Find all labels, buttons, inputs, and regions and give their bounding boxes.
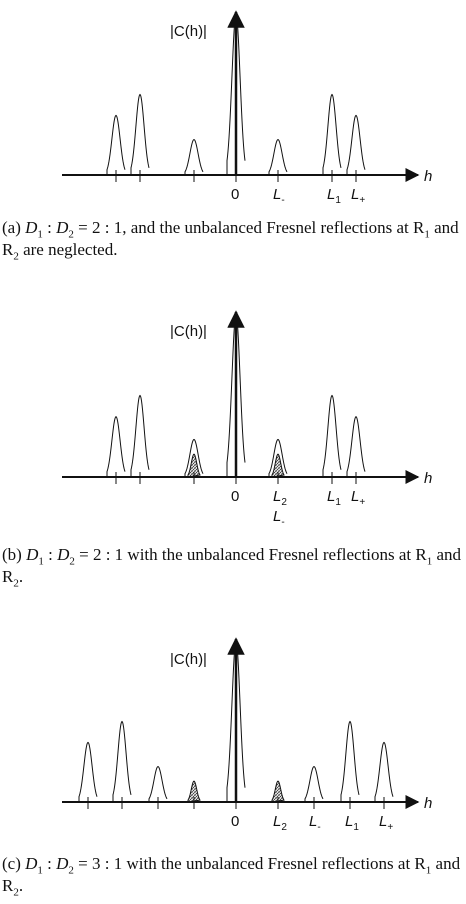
caption-b-prefix: (b) [2, 545, 27, 564]
caption-a-d2: D [56, 218, 69, 237]
panel-b-tick-label: 0 [231, 488, 239, 505]
panel-b-peak [346, 416, 366, 477]
caption-a-d1: D [25, 218, 38, 237]
caption-a-and: and R [2, 218, 459, 259]
panel-c-peak [148, 766, 168, 802]
panel-a: 0 L- L1 L+ |C(h)| h [62, 10, 432, 206]
panel-a-peak [322, 93, 342, 175]
caption-c-d1-sub: 1 [37, 864, 43, 877]
panel-b-ylabel: |C(h)| [170, 323, 207, 340]
panel-c-fresnel-peak [271, 780, 285, 803]
caption-b-d2-sub: 2 [69, 555, 75, 568]
panel-c-peak [374, 741, 394, 802]
panel-a-ylabel: |C(h)| [170, 23, 207, 40]
panel-a-peak [130, 93, 150, 175]
panel-c-ticks [87, 797, 385, 809]
caption-b-and: and R [2, 545, 462, 586]
panel-c-tick-label: L+ [379, 813, 393, 833]
panel-b-tick-labels: 0 L2L- L1 L+ [231, 488, 365, 528]
panel-c-xlabel: h [424, 795, 432, 812]
caption-a-r2-sub: 2 [13, 250, 19, 263]
caption-b: (b) D1 : D2 = 2 : 1 with the unbalanced … [2, 544, 464, 590]
panel-c: 0 L2 L- L1 L+ |C(h)| h [62, 637, 432, 833]
panel-a-tick-label: L1 [327, 186, 341, 206]
panel-b-peak [184, 438, 204, 477]
caption-a-tail: are neglected. [18, 240, 118, 259]
caption-c: (c) D1 : D2 = 3 : 1 with the unbalanced … [2, 853, 464, 899]
caption-a-colon: : [42, 218, 57, 237]
panel-c-tick-label: L2 [273, 813, 287, 833]
caption-c-r2-sub: 2 [13, 886, 19, 899]
panel-b-peak [268, 438, 288, 477]
panel-b-fresnel-peak [271, 453, 285, 478]
caption-b-d2: D [57, 545, 70, 564]
panel-b-tick-label: L1 [327, 488, 341, 508]
panel-b-xlabel: h [424, 470, 432, 487]
caption-b-text: = 2 : 1 with the unbalanced Fresnel refl… [74, 545, 427, 564]
panel-c-fresnel-peak [187, 780, 201, 803]
panel-c-peak [78, 741, 98, 802]
panel-a-ticks [115, 170, 357, 182]
panel-c-tick-label: 0 [231, 813, 239, 830]
caption-b-d1: D [26, 545, 39, 564]
caption-a: (a) D1 : D2 = 2 : 1, and the unbalanced … [2, 217, 464, 263]
panel-c-tick-label: L1 [345, 813, 359, 833]
caption-c-d2-sub: 2 [68, 864, 74, 877]
panel-b: 0 L2L- L1 L+ |C(h)| h [62, 310, 432, 528]
caption-c-text: = 3 : 1 with the unbalanced Fresnel refl… [73, 854, 426, 873]
caption-c-d1: D [25, 854, 38, 873]
panel-a-xlabel: h [424, 168, 432, 185]
caption-b-tail: . [18, 567, 24, 586]
panel-a-peak [268, 139, 288, 175]
panel-b-peak [106, 416, 126, 477]
panel-a-peak [106, 114, 126, 175]
caption-b-colon: : [43, 545, 58, 564]
panel-a-tick-label: L- [273, 186, 285, 206]
panel-c-ylabel: |C(h)| [170, 651, 207, 668]
caption-c-prefix: (c) [2, 854, 26, 873]
caption-a-d1-sub: 1 [37, 228, 43, 241]
caption-a-d2-sub: 2 [68, 228, 74, 241]
panel-c-tick-labels: 0 L2 L- L1 L+ [231, 813, 393, 833]
caption-c-d2: D [56, 854, 69, 873]
panel-a-tick-label: L+ [351, 186, 365, 206]
caption-c-r1-sub: 1 [425, 864, 432, 877]
panel-b-ticks [115, 472, 357, 484]
caption-a-text: = 2 : 1, and the unbalanced Fresnel refl… [73, 218, 425, 237]
caption-a-prefix: (a) [2, 218, 26, 237]
panel-c-peak [112, 720, 132, 802]
panel-a-tick-label: 0 [231, 186, 239, 203]
panel-b-peak [322, 394, 342, 477]
panel-c-tick-label: L- [309, 813, 321, 833]
panel-c-peak [304, 766, 324, 802]
caption-b-d1-sub: 1 [38, 555, 44, 568]
caption-c-and: and R [2, 854, 461, 895]
caption-a-r1-sub: 1 [424, 228, 430, 241]
panel-a-peak [346, 114, 366, 175]
panel-b-tick-label: L- [273, 508, 285, 528]
panel-b-fresnel-peak [187, 453, 201, 478]
panel-a-peak [184, 139, 204, 175]
panel-a-tick-labels: 0 L- L1 L+ [231, 186, 365, 206]
panel-b-tick-label: L+ [351, 488, 365, 508]
panel-c-peak [340, 720, 360, 802]
caption-c-tail: . [18, 876, 24, 895]
panel-b-peak [130, 394, 150, 477]
caption-c-colon: : [42, 854, 57, 873]
caption-b-r1-sub: 1 [426, 555, 433, 568]
caption-b-r2-sub: 2 [13, 577, 19, 590]
panel-b-tick-label: L2 [273, 488, 287, 508]
